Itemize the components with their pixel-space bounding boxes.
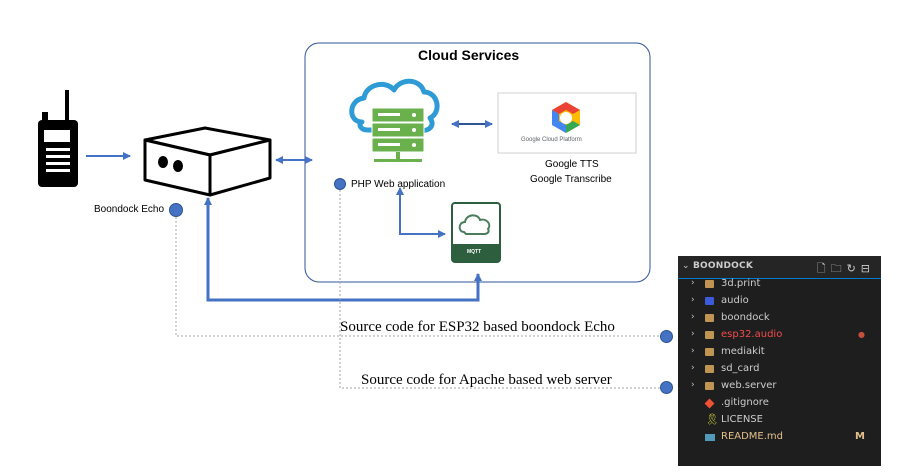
esp32-callout-text: Source code for ESP32 based boondock Ech…: [340, 319, 615, 335]
folder-icon: [705, 314, 714, 322]
apache-callout-text: Source code for Apache based web server: [361, 372, 612, 388]
license-icon: 🎗: [705, 413, 719, 426]
gcp-logo-text: Google Cloud Platform: [521, 137, 582, 143]
chevron-right-icon: ›: [691, 278, 695, 288]
php-app-marker[interactable]: [334, 178, 346, 190]
modified-badge: M: [855, 431, 865, 442]
chevron-right-icon: ›: [691, 312, 695, 322]
chevron-down-icon[interactable]: ⌄: [682, 261, 690, 271]
connector-apache: [339, 190, 664, 389]
gcp-logo-icon: [552, 102, 580, 133]
chevron-right-icon: ›: [691, 363, 695, 373]
folder-icon: [705, 382, 714, 390]
connector-esp32: [175, 217, 664, 337]
folder-icon: [705, 331, 714, 339]
chevron-right-icon: ›: [691, 329, 695, 339]
new-file-icon[interactable]: 🗋: [816, 262, 831, 275]
refresh-icon[interactable]: ↻: [846, 262, 861, 275]
explorer-item-3d-print[interactable]: › 3d.print: [691, 278, 761, 289]
explorer-item-boondock[interactable]: › boondock: [691, 312, 770, 323]
explorer-item-audio[interactable]: › audio: [691, 295, 749, 306]
boondock-echo-marker[interactable]: [169, 203, 183, 217]
explorer-item-mediakit[interactable]: › mediakit: [691, 346, 765, 357]
new-folder-icon[interactable]: 🗀: [830, 262, 847, 275]
explorer-header[interactable]: ⌄ BOONDOCK 🗋🗀↻⊟: [678, 256, 881, 278]
folder-icon: [705, 280, 714, 288]
cloud-services-title: Cloud Services: [418, 47, 520, 63]
explorer-item-sd-card[interactable]: › sd_card: [691, 363, 760, 374]
explorer-item-gitignore[interactable]: .gitignore: [678, 395, 881, 412]
folder-icon: [705, 348, 714, 356]
php-web-app-label: PHP Web application: [351, 179, 446, 190]
git-icon: [704, 398, 715, 409]
boondock-echo-device-icon: [143, 126, 272, 197]
google-transcribe-label: Google Transcribe: [530, 174, 612, 185]
collapse-all-icon[interactable]: ⊟: [860, 262, 875, 275]
google-tts-label: Google TTS: [545, 159, 599, 170]
explorer-item-web-server[interactable]: › web.server: [691, 380, 777, 391]
error-dot-badge: ●: [858, 330, 865, 339]
explorer-actions: 🗋🗀↻⊟: [817, 260, 875, 279]
file-explorer-panel: ⌄ BOONDOCK 🗋🗀↻⊟ › 3d.print › audio › boo…: [678, 256, 881, 466]
radio-icon: [38, 90, 78, 187]
apache-callout-marker[interactable]: [660, 381, 673, 394]
explorer-item-license[interactable]: 🎗 LICENSE: [705, 413, 763, 426]
mqtt-badge-text: MQTT: [467, 249, 482, 255]
explorer-title: BOONDOCK: [693, 261, 753, 271]
chevron-right-icon: ›: [691, 346, 695, 356]
focus-border: [678, 278, 881, 279]
audio-folder-icon: [705, 297, 714, 305]
folder-icon: [705, 365, 714, 373]
explorer-item-esp32-audio[interactable]: › esp32.audio ●: [691, 329, 865, 340]
arrow-echo-mqtt-loop: [204, 197, 482, 302]
explorer-item-readme[interactable]: README.md M: [678, 429, 881, 446]
chevron-right-icon: ›: [691, 380, 695, 390]
boondock-echo-label: Boondock Echo: [94, 204, 165, 215]
chevron-right-icon: ›: [691, 295, 695, 305]
esp32-callout-marker[interactable]: [660, 330, 673, 343]
markdown-icon: [705, 434, 715, 441]
web-server-cloud-icon: [349, 78, 440, 162]
